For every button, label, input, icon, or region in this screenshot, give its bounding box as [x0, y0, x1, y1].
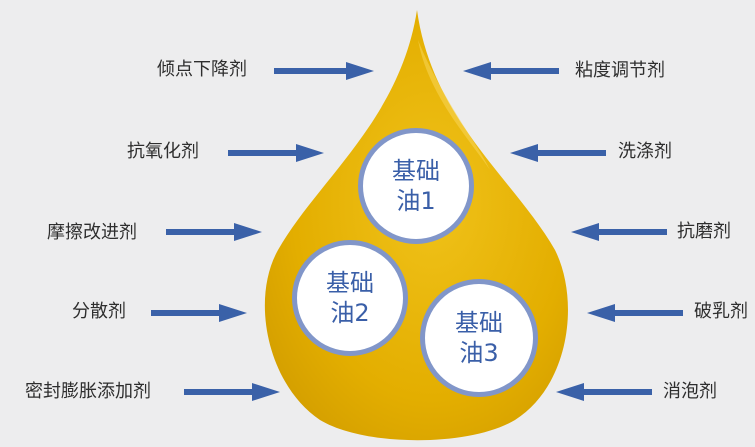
- arrow-right-icon: [184, 383, 280, 401]
- arrow-right-icon: [166, 223, 262, 241]
- additive-label-friction-modifier: 摩擦改进剂: [47, 222, 137, 243]
- arrow-left-icon: [571, 223, 667, 241]
- arrow-right-icon: [274, 62, 374, 80]
- additive-label-antioxidant: 抗氧化剂: [127, 141, 199, 162]
- additive-label-dispersant: 分散剂: [72, 301, 126, 322]
- drop-highlight: [418, 40, 490, 170]
- base-oil-1-line2: 油1: [396, 187, 436, 215]
- additive-label-detergent: 洗涤剂: [618, 141, 672, 162]
- base-oil-3-line2: 油3: [459, 339, 499, 367]
- arrow-right-icon: [228, 144, 324, 162]
- base-oil-2-circle: 基础 油2: [292, 240, 408, 356]
- base-oil-1-circle: 基础 油1: [358, 128, 474, 244]
- base-oil-2-line2: 油2: [330, 299, 370, 327]
- base-oil-2-line1: 基础: [326, 269, 374, 297]
- additive-label-antiwear: 抗磨剂: [677, 221, 731, 242]
- additive-label-viscosity-modifier: 粘度调节剂: [575, 60, 665, 81]
- arrow-right-icon: [151, 304, 247, 322]
- additive-label-demulsifier: 破乳剂: [694, 301, 748, 322]
- arrow-left-icon: [463, 62, 559, 80]
- additive-label-seal-swell: 密封膨胀添加剂: [25, 381, 151, 402]
- base-oil-1-line1: 基础: [392, 157, 440, 185]
- arrow-left-icon: [587, 304, 683, 322]
- base-oil-3-circle: 基础 油3: [420, 279, 538, 397]
- arrow-left-icon: [556, 383, 652, 401]
- base-oil-3-line1: 基础: [455, 309, 503, 337]
- additive-label-pour-point: 倾点下降剂: [157, 59, 247, 80]
- arrow-left-icon: [510, 144, 606, 162]
- additive-label-antifoam: 消泡剂: [663, 381, 717, 402]
